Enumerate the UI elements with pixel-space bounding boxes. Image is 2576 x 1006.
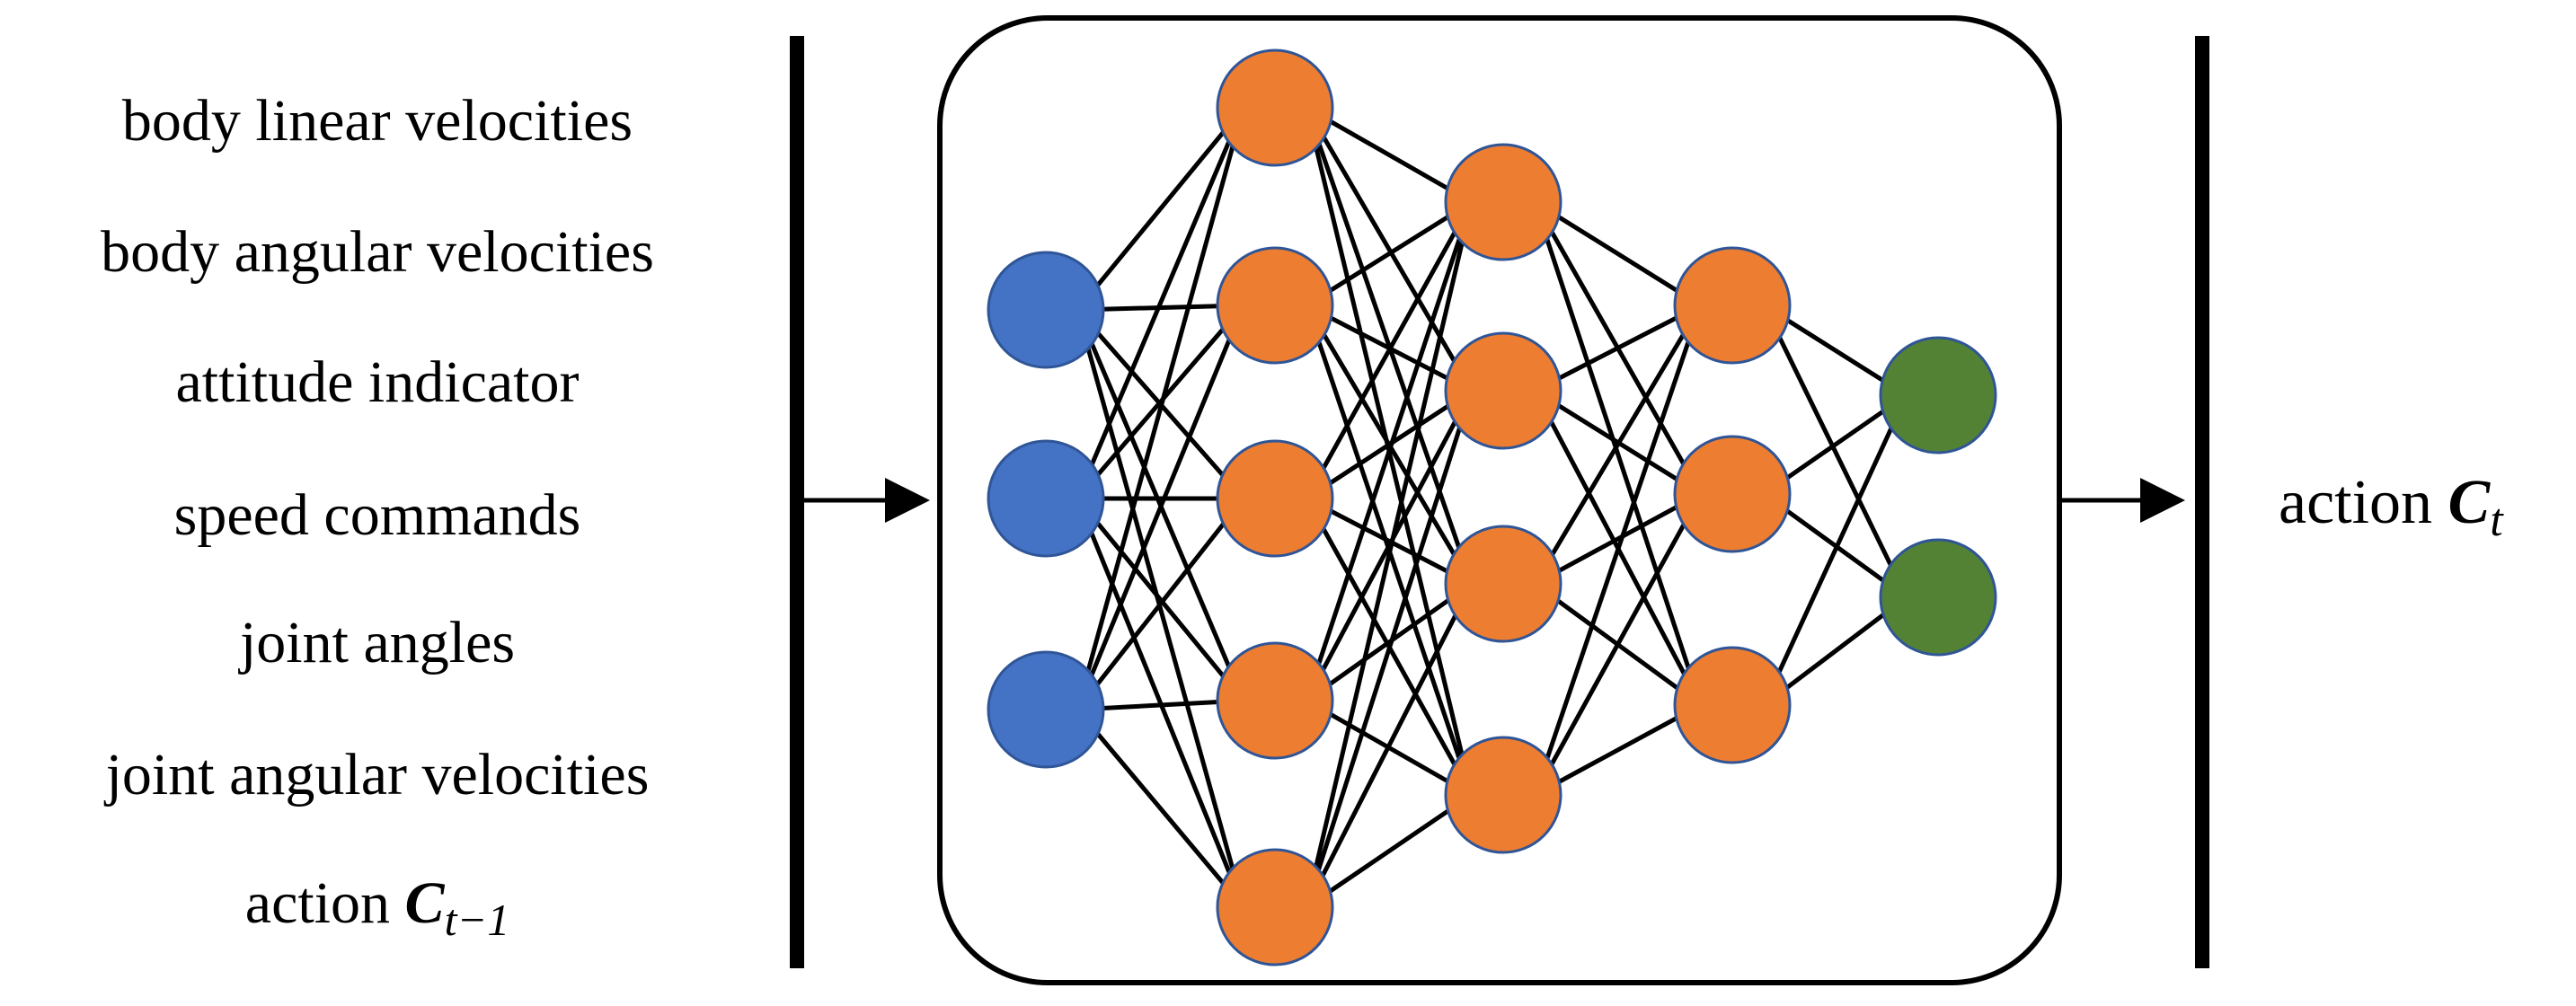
hidden2-node-1 bbox=[1444, 143, 1562, 261]
edge-l1-n1-to-n0 bbox=[1305, 199, 1474, 308]
edge-l0-n1-to-n3 bbox=[1076, 497, 1245, 702]
hidden1-node-3 bbox=[1216, 439, 1334, 558]
edge-l2-n0-to-n2 bbox=[1532, 201, 1704, 706]
edge-l1-n0-to-n1 bbox=[1305, 106, 1474, 393]
hidden1-node-1 bbox=[1216, 49, 1334, 167]
output-bar bbox=[2195, 36, 2209, 968]
edge-l0-n2-to-n2 bbox=[1076, 497, 1245, 711]
input-label-joint-angles: joint angles bbox=[238, 610, 515, 675]
network-nodes bbox=[987, 49, 1997, 966]
edge-l2-n3-to-n2 bbox=[1534, 702, 1702, 798]
edge-l1-n3-to-n0 bbox=[1304, 201, 1474, 702]
edge-l2-n0-to-n0 bbox=[1533, 199, 1703, 308]
edge-l1-n2-to-n0 bbox=[1305, 200, 1474, 500]
edge-l2-n2-to-n0 bbox=[1533, 304, 1703, 586]
hidden3-node-3 bbox=[1673, 646, 1792, 764]
input-node-2 bbox=[987, 439, 1105, 558]
edge-l0-n1-to-n0 bbox=[1075, 107, 1246, 499]
edge-l1-n4-to-n1 bbox=[1304, 390, 1474, 908]
edge-l2-n3-to-n1 bbox=[1533, 492, 1703, 797]
input-label-previous-action: action Ct−1 bbox=[245, 870, 509, 945]
hidden1-node-4 bbox=[1216, 641, 1334, 760]
edge-l1-n4-to-n2 bbox=[1304, 582, 1474, 909]
input-node-3 bbox=[987, 650, 1105, 769]
edge-l0-n2-to-n4 bbox=[1076, 708, 1245, 909]
edge-l0-n0-to-n4 bbox=[1075, 309, 1246, 908]
output-action-subscript: t bbox=[2490, 495, 2504, 546]
previous-action-symbol: C bbox=[405, 870, 446, 936]
output-label: action Ct bbox=[2279, 468, 2504, 546]
output-action-word: action bbox=[2279, 468, 2432, 537]
hidden2-node-2 bbox=[1444, 331, 1562, 450]
input-label-body-linear-velocities: body linear velocities bbox=[122, 88, 633, 154]
input-bar bbox=[790, 36, 804, 968]
edge-l3-n0-to-n1 bbox=[1761, 304, 1909, 599]
output-node-2 bbox=[1879, 538, 1997, 657]
edge-l2-n2-to-n1 bbox=[1534, 491, 1702, 587]
hidden1-node-2 bbox=[1216, 246, 1334, 365]
network-edges bbox=[1075, 105, 1909, 910]
edge-l1-n4-to-n0 bbox=[1304, 201, 1474, 908]
input-labels: body linear velocities body angular velo… bbox=[101, 88, 654, 945]
hidden1-node-5 bbox=[1216, 848, 1334, 966]
input-label-speed-commands: speed commands bbox=[174, 482, 581, 548]
edge-l0-n0-to-n0 bbox=[1076, 106, 1245, 312]
edge-l2-n3-to-n0 bbox=[1532, 304, 1704, 796]
output-node-1 bbox=[1879, 336, 1997, 454]
hidden2-node-3 bbox=[1444, 525, 1562, 643]
input-node-1 bbox=[987, 251, 1105, 369]
output-action-symbol: C bbox=[2448, 468, 2492, 537]
input-label-body-angular-velocities: body angular velocities bbox=[101, 219, 654, 285]
edge-l0-n2-to-n0 bbox=[1075, 107, 1246, 710]
previous-action-subscript: t−1 bbox=[445, 895, 510, 945]
edge-l0-n2-to-n3 bbox=[1077, 698, 1244, 712]
hidden3-node-2 bbox=[1673, 435, 1792, 553]
edge-l1-n0-to-n0 bbox=[1305, 105, 1474, 205]
hidden2-node-4 bbox=[1444, 736, 1562, 854]
edge-l3-n2-to-n0 bbox=[1761, 393, 1909, 707]
edge-l1-n4-to-n3 bbox=[1305, 792, 1474, 910]
input-label-joint-angular-velocities: joint angular velocities bbox=[104, 742, 650, 807]
input-label-attitude-indicator: attitude indicator bbox=[175, 349, 579, 415]
edge-l2-n1-to-n0 bbox=[1534, 303, 1702, 393]
edge-l0-n2-to-n1 bbox=[1075, 304, 1246, 710]
hidden3-node-1 bbox=[1673, 246, 1792, 365]
previous-action-word: action bbox=[245, 870, 390, 936]
